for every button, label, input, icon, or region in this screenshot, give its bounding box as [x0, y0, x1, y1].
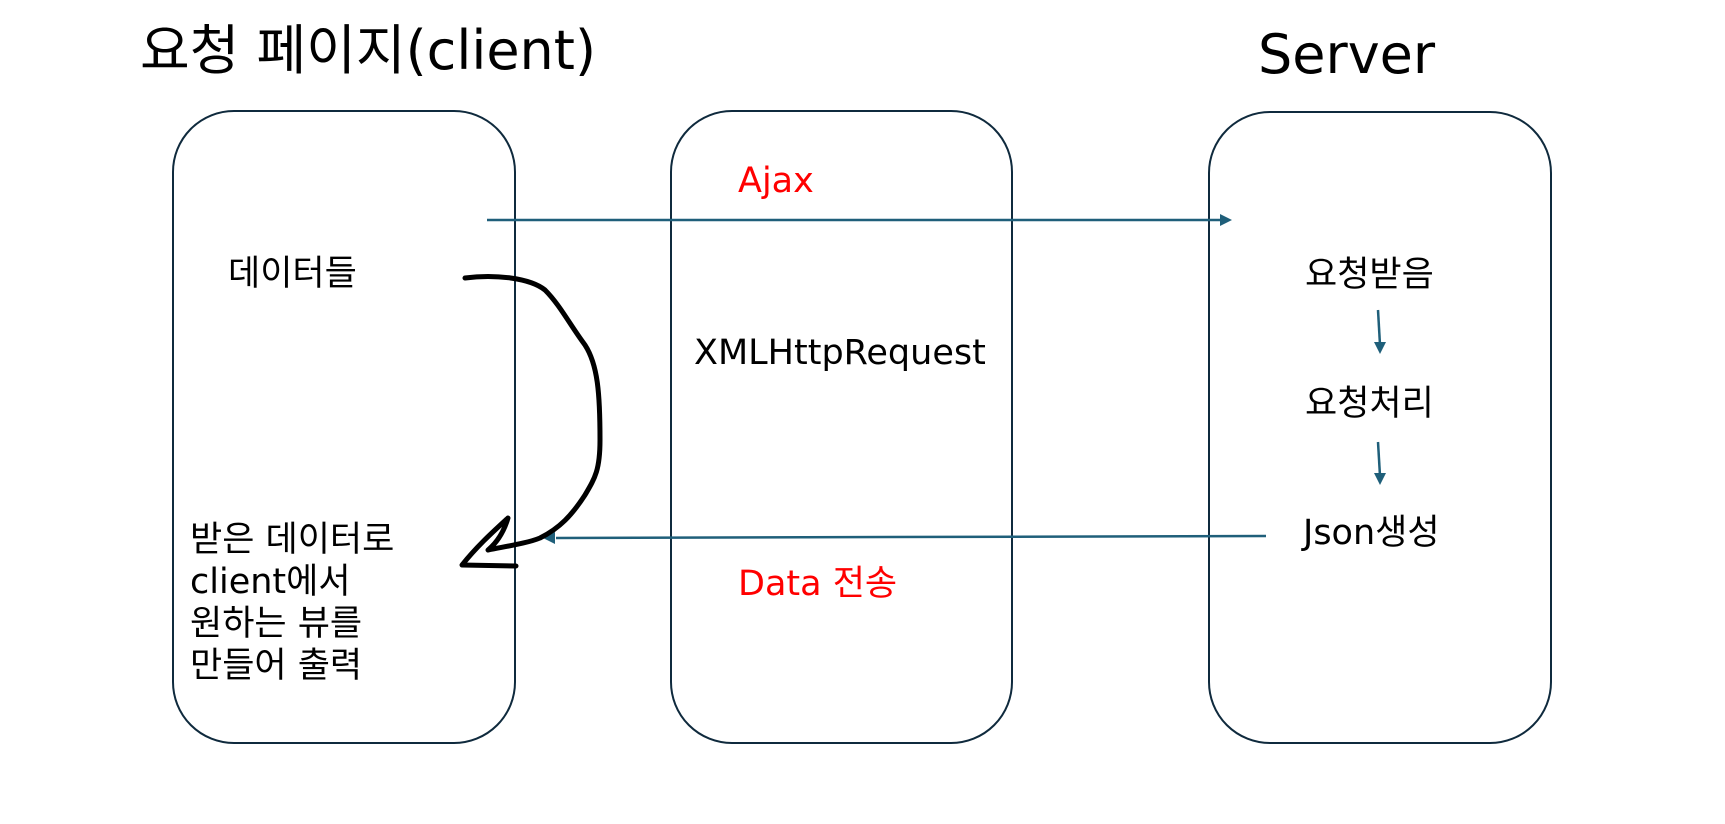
- xmlhttprequest-label: XMLHttpRequest: [694, 333, 986, 373]
- client-data-label: 데이터들: [228, 254, 357, 294]
- server-step-received: 요청받음: [1305, 255, 1434, 295]
- client-output-line: 받은 데이터로: [190, 520, 395, 560]
- server-step-json: Json생성: [1303, 513, 1440, 553]
- middle-panel: [670, 110, 1013, 744]
- ajax-label: Ajax: [738, 161, 814, 201]
- client-output-line: client에서: [190, 562, 351, 602]
- server-panel: [1208, 111, 1552, 744]
- client-output-text: 받은 데이터로 client에서 원하는 뷰를 만들어 출력: [190, 519, 394, 687]
- client-output-line: 원하는 뷰를: [190, 604, 363, 644]
- client-heading: 요청 페이지(client): [140, 19, 597, 82]
- client-output-line: 만들어 출력: [190, 646, 363, 686]
- data-transfer-label: Data 전송: [738, 564, 898, 604]
- server-step-processing: 요청처리: [1305, 384, 1434, 424]
- client-panel: [172, 110, 516, 744]
- server-heading: Server: [1258, 23, 1436, 86]
